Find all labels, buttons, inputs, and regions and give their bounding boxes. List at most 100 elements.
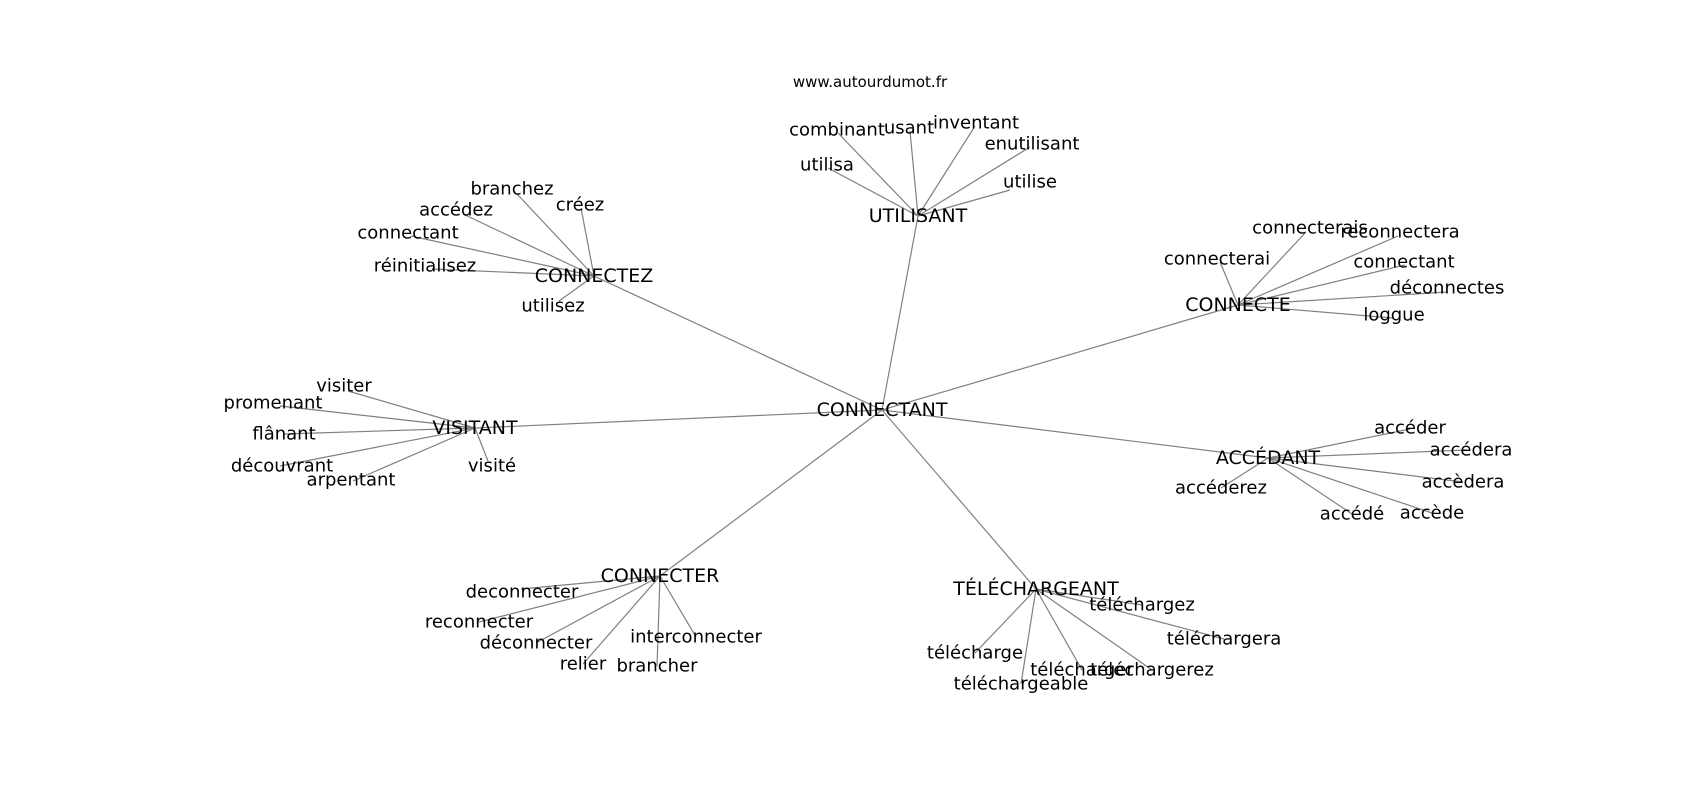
leaf-word[interactable]: inventant (933, 113, 1019, 134)
edge-hub-leaf (659, 575, 697, 638)
edge-hub-leaf (1220, 457, 1269, 489)
leaf-word[interactable]: branchez (470, 179, 553, 200)
leaf-word[interactable]: reconnecter (425, 612, 534, 633)
leaf-word[interactable]: usant (884, 118, 934, 139)
leaf-word[interactable]: utilisez (521, 296, 584, 317)
leaf-word[interactable]: relier (560, 654, 607, 675)
edge-center-hub (474, 409, 883, 429)
leaf-word[interactable]: télécharge (927, 643, 1023, 664)
leaf-word[interactable]: arpentant (307, 470, 396, 491)
edge-center-hub (659, 409, 883, 577)
edge-hub-leaf (1237, 232, 1306, 306)
hub-word[interactable]: CONNECTEZ (535, 265, 654, 287)
leaf-word[interactable]: découvrant (231, 456, 333, 477)
edge-hub-leaf (1267, 457, 1433, 514)
leaf-word[interactable]: reconnectera (1340, 222, 1459, 243)
edge-hub-leaf (279, 427, 476, 467)
leaf-word[interactable]: connectant (357, 223, 458, 244)
edge-center-hub (881, 409, 1037, 590)
leaf-word[interactable]: flânant (252, 424, 315, 445)
leaf-word[interactable]: utilisa (800, 155, 854, 176)
edge-hub-leaf (347, 390, 476, 429)
leaf-word[interactable]: accédé (1320, 504, 1384, 525)
edge-center-hub (593, 275, 883, 411)
edge-hub-leaf (516, 193, 595, 277)
leaf-word[interactable]: accédera (1430, 440, 1513, 461)
leaf-word[interactable]: connecterai (1164, 249, 1270, 270)
edge-hub-leaf (974, 588, 1037, 654)
source-watermark[interactable]: www.autourdumot.fr (792, 73, 948, 91)
leaf-word[interactable]: téléchargez (1089, 595, 1195, 616)
edge-hub-leaf (352, 427, 476, 482)
edge-hub-leaf (1237, 264, 1406, 306)
leaf-word[interactable]: interconnecter (630, 627, 762, 648)
leaf-word[interactable]: créez (556, 195, 605, 216)
edge-hub-leaf (1267, 428, 1411, 459)
leaf-word[interactable]: brancher (616, 656, 698, 677)
edge-hub-leaf (909, 130, 919, 217)
leaf-word[interactable]: visiter (316, 376, 372, 397)
edge-hub-leaf (837, 132, 919, 217)
edge-hub-leaf (1035, 588, 1143, 606)
hub-word[interactable]: TÉLÉCHARGEANT (952, 577, 1119, 600)
hub-word[interactable]: VISITANT (432, 417, 518, 439)
leaf-word[interactable]: accédez (419, 200, 493, 221)
leaf-word[interactable]: connectant (1353, 252, 1454, 273)
hub-word[interactable]: UTILISANT (869, 205, 968, 227)
edge-hub-leaf (520, 575, 661, 590)
edge-hub-leaf (827, 167, 919, 217)
leaf-word[interactable]: accéder (1374, 418, 1446, 439)
edge-hub-leaf (580, 207, 595, 277)
hub-word[interactable]: CONNECTE (1185, 294, 1291, 316)
edge-hub-leaf (1020, 588, 1037, 685)
leaf-word[interactable]: télécharger (1030, 660, 1134, 681)
edge-hub-leaf (1267, 457, 1353, 515)
leaf-word[interactable]: déconnectes (1390, 278, 1505, 299)
edge-hub-leaf (917, 146, 1031, 217)
edge-hub-leaf (656, 575, 661, 667)
edge-hub-leaf (917, 189, 1011, 217)
edge-hub-leaf (582, 575, 661, 665)
edge-hub-leaf (1035, 588, 1153, 671)
edge-hub-leaf (283, 427, 476, 435)
leaf-word[interactable]: loggue (1363, 305, 1424, 326)
leaf-word[interactable]: deconnecter (466, 582, 579, 603)
leaf-word[interactable]: déconnecter (480, 633, 593, 654)
leaf-word[interactable]: enutilisant (985, 134, 1080, 155)
leaf-word[interactable]: téléchargerez (1090, 660, 1214, 681)
edge-hub-leaf (1035, 588, 1225, 640)
edge-hub-leaf (478, 575, 661, 623)
edge-hub-leaf (535, 575, 661, 644)
edge-center-hub (881, 409, 1269, 459)
edge-hub-leaf (1237, 304, 1394, 319)
leaf-word[interactable]: téléchargeable (954, 674, 1089, 695)
leaf-word[interactable]: accède (1400, 503, 1464, 524)
hub-word[interactable]: CONNECTER (601, 565, 720, 587)
leaf-word[interactable]: réinitialisez (374, 256, 476, 277)
edge-hub-leaf (462, 213, 595, 277)
leaf-word[interactable]: accèdera (1422, 472, 1505, 493)
leaf-word[interactable]: promenant (224, 393, 323, 414)
leaf-word[interactable]: combinant (789, 120, 885, 141)
center-word[interactable]: CONNECTANT (817, 399, 948, 421)
edge-hub-leaf (410, 235, 595, 277)
leaf-word[interactable]: utilise (1003, 172, 1057, 193)
graph-edges (279, 125, 1468, 685)
leaf-word[interactable]: téléchargera (1167, 629, 1282, 650)
leaf-word[interactable]: accéderez (1175, 478, 1267, 499)
leaf-word[interactable]: connecterais (1252, 218, 1368, 239)
edge-hub-leaf (917, 125, 976, 217)
edge-hub-leaf (558, 275, 595, 302)
edge-hub-leaf (431, 268, 595, 277)
edge-center-hub (881, 215, 919, 411)
edge-hub-leaf (279, 405, 476, 429)
graph-labels: UTILISANT combinantusantinventantenutilis… (224, 113, 1513, 695)
edge-hub-leaf (1237, 235, 1399, 306)
edge-hub-leaf (1267, 449, 1468, 459)
edge-hub-leaf (1219, 261, 1239, 306)
edge-hub-leaf (1035, 588, 1083, 671)
hub-word[interactable]: ACCÉDANT (1216, 446, 1321, 469)
leaf-word[interactable]: visité (468, 456, 516, 477)
edge-hub-leaf (1237, 291, 1448, 306)
